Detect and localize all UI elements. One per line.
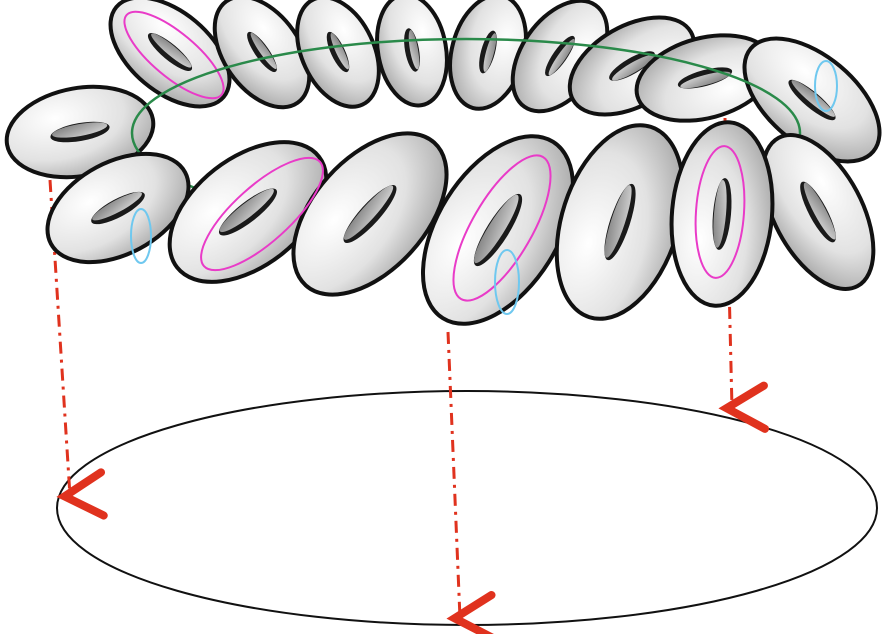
torus-fiber (420, 134, 576, 326)
torus-fiber (212, 0, 312, 110)
meridian-loop (123, 10, 225, 100)
torus-fiber (760, 133, 876, 291)
torus-fiber (45, 151, 191, 265)
torus-fiber (554, 123, 686, 321)
meridian-loop (200, 156, 324, 272)
torus-fiber (291, 131, 449, 297)
meridian-loops-front (200, 145, 746, 302)
projection-arrow-center (446, 331, 498, 634)
torus-fiber (375, 0, 449, 108)
longitude-loop (814, 60, 838, 112)
torus-fiber (108, 0, 232, 109)
torus-fiber (295, 0, 381, 109)
meridian-loops-back (123, 10, 225, 100)
meridian-loop (452, 154, 552, 302)
longitude-loops-front (130, 208, 520, 315)
longitude-loop (130, 208, 152, 264)
tori-front-row (45, 120, 876, 326)
projection-arrow-left (48, 179, 108, 520)
base-circle (56, 390, 878, 626)
longitude-loop (494, 249, 520, 315)
torus-fiber (167, 140, 329, 284)
meridian-loop (694, 145, 746, 279)
torus-fiber (669, 120, 775, 308)
